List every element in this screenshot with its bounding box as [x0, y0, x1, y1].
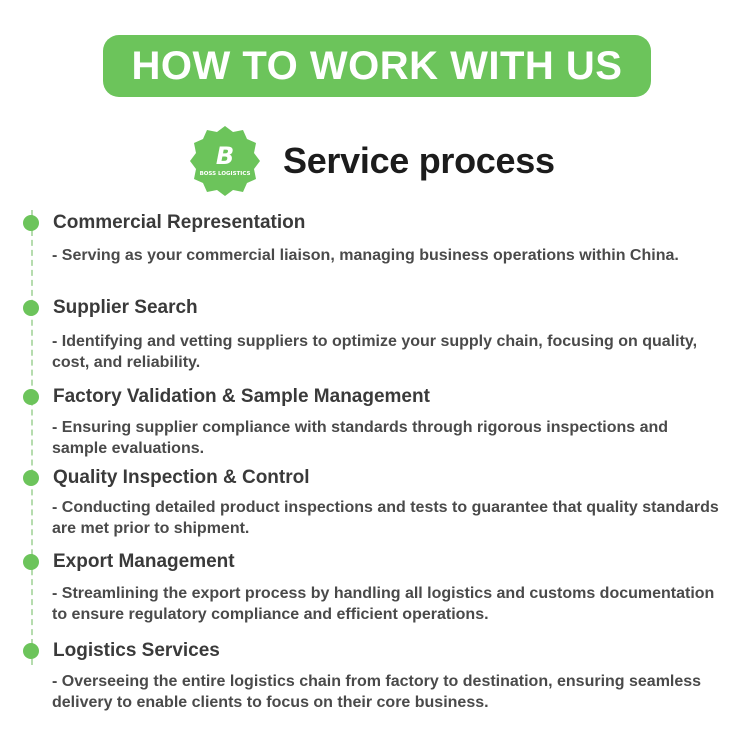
step-description: - Ensuring supplier compliance with stan…: [52, 419, 669, 457]
logo-caption: BOSS LOGISTICS: [200, 171, 251, 177]
step-title: Logistics Services: [53, 640, 220, 661]
step-title: Export Management: [53, 551, 235, 572]
timeline-line: [31, 210, 33, 665]
step-description: - Conducting detailed product inspection…: [52, 499, 719, 537]
step-title: Supplier Search: [53, 297, 198, 318]
timeline-dot: [23, 215, 39, 231]
brand-logo: B BOSS LOGISTICS: [188, 124, 262, 198]
timeline-dot: [23, 389, 39, 405]
step-description: - Streamlining the export process by han…: [52, 585, 715, 623]
step-title: Commercial Representation: [53, 212, 306, 233]
step-description: - Serving as your commercial liaison, ma…: [52, 247, 679, 264]
timeline-dot: [23, 554, 39, 570]
step-description: - Identifying and vetting suppliers to o…: [52, 333, 698, 371]
section-title: Service process: [283, 140, 555, 181]
timeline-dot: [23, 470, 39, 486]
step-description: - Overseeing the entire logistics chain …: [52, 673, 702, 711]
banner-title: HOW TO WORK WITH US: [131, 43, 623, 88]
timeline-dot: [23, 300, 39, 316]
step-title: Quality Inspection & Control: [53, 467, 310, 488]
header-banner: HOW TO WORK WITH US: [103, 35, 651, 97]
badge-logo-icon: B BOSS LOGISTICS: [190, 126, 260, 196]
step-title: Factory Validation & Sample Management: [53, 386, 430, 407]
timeline-dot: [23, 643, 39, 659]
section-header: B BOSS LOGISTICS Service process: [188, 124, 555, 198]
logo-letter: B: [216, 142, 234, 170]
